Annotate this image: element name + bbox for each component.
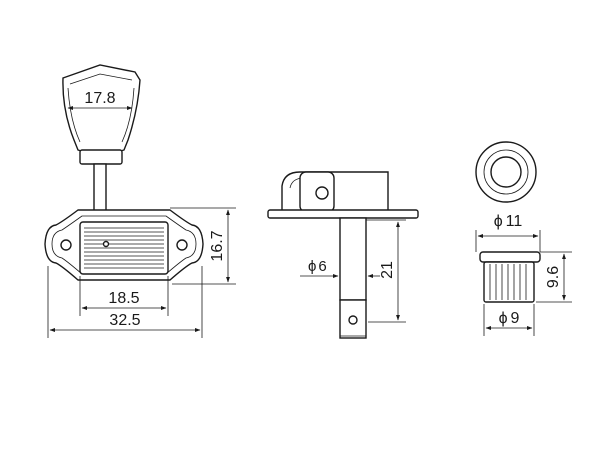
mount-hole-left (60, 239, 72, 251)
tuner-shaft (93, 163, 107, 213)
mount-hole-right (176, 239, 188, 251)
side-base-plate (267, 209, 419, 219)
dim-plate-width: 32.5 (109, 312, 140, 329)
post-string-hole (348, 315, 358, 325)
gear-screw (102, 240, 110, 248)
button-collar (79, 149, 123, 165)
bushing-bore (490, 156, 522, 188)
dim-bushing-height: 9.6 (545, 266, 562, 288)
dim-button-width: 17.8 (84, 90, 115, 107)
side-string-hole (315, 186, 329, 200)
dim-plate-height: 16.7 (209, 230, 226, 261)
side-post (339, 217, 367, 301)
front-dimensions: 17.8 16.7 18.5 32.5 (47, 90, 236, 338)
tuner-button (62, 64, 141, 155)
bushing-flange (479, 251, 541, 263)
bushing-body (483, 261, 535, 303)
front-view (44, 64, 204, 281)
dim-post-height: 21 (379, 261, 396, 279)
bushing-top-view (475, 141, 537, 203)
bushing-side-view (479, 251, 541, 303)
side-view (267, 171, 419, 339)
side-housing (281, 171, 389, 213)
dim-gear-width: 18.5 (108, 290, 139, 307)
